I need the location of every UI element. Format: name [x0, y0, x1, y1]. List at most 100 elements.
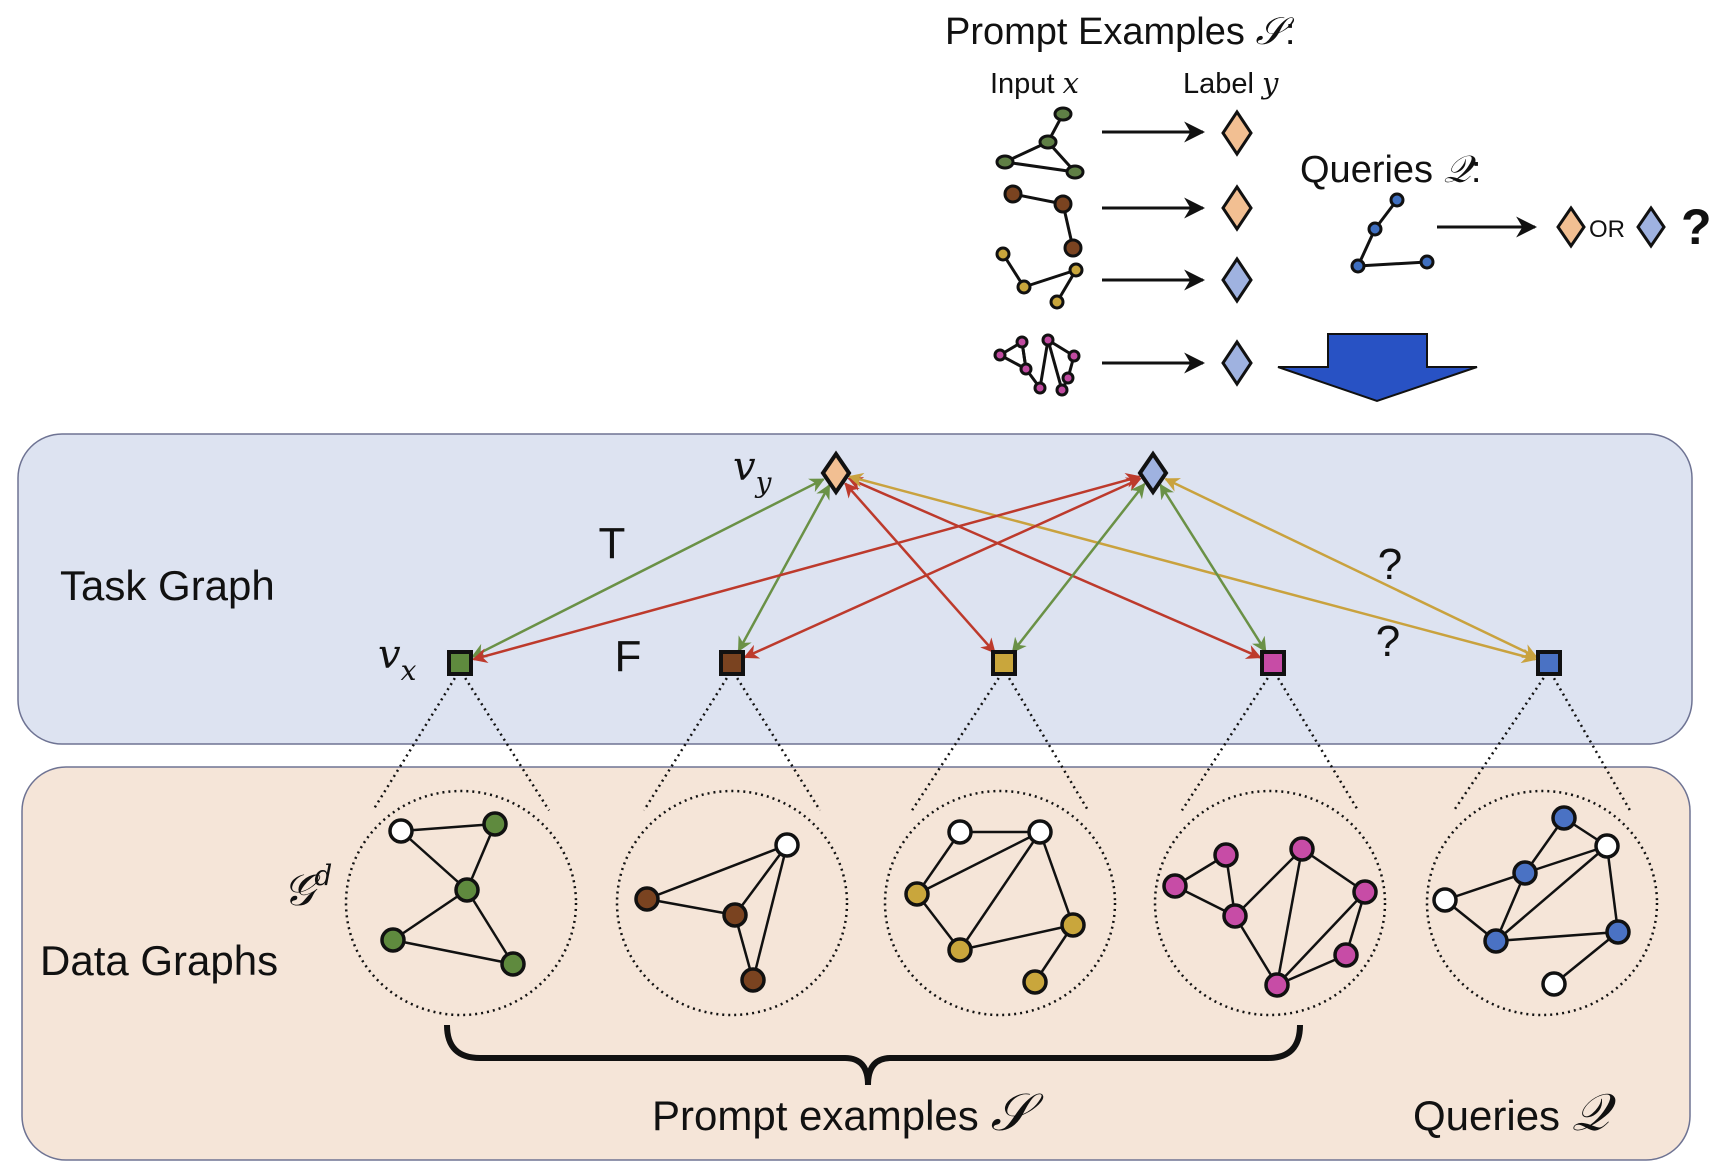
icon-graph-node	[1067, 349, 1081, 363]
icon-graph-node	[993, 348, 1007, 362]
icon-graph-node	[1061, 371, 1075, 385]
dotted-link-right	[1273, 672, 1360, 812]
label-diamond-icon	[1221, 184, 1253, 232]
data-graphs-title: Data Graphs	[40, 937, 278, 984]
icon-graph-node	[1053, 194, 1073, 214]
data-graph-edge	[1495, 845, 1608, 942]
prompt-example-row	[995, 106, 1253, 180]
task-to-data-links	[371, 672, 1632, 812]
data-graph-node	[1060, 912, 1086, 938]
big-down-arrow-icon	[1277, 333, 1478, 403]
task-edge-true	[1011, 482, 1146, 654]
data-graph-node	[1222, 903, 1248, 929]
edge-label-true: T	[599, 519, 626, 568]
input-node-blue	[1536, 650, 1562, 676]
data-graph-node	[904, 881, 930, 907]
icon-graph-node	[1003, 184, 1023, 204]
prompt-example-row	[1003, 184, 1253, 258]
prompt-example-list	[993, 106, 1253, 397]
data-graph-edge	[1553, 931, 1619, 985]
icon-graph-edge	[1023, 268, 1077, 289]
dotted-link-right	[1549, 672, 1632, 812]
task-graph-edges	[471, 472, 1538, 664]
icon-graph-node	[1068, 262, 1084, 278]
task-edge-unknown	[1164, 477, 1538, 659]
orange-diamond-icon	[1556, 205, 1586, 249]
icon-graph-edge	[1038, 339, 1050, 389]
data-graph-node	[1213, 842, 1239, 868]
queries-caption: Queries 𝒬	[1413, 1083, 1617, 1143]
icon-graph-node	[1041, 333, 1055, 347]
data-graph-edge	[1233, 915, 1279, 986]
icon-graph-node	[1350, 258, 1366, 274]
data-graph-node	[1551, 805, 1577, 831]
data-graph-node-unlabeled	[1594, 833, 1620, 859]
prompt-examples-title: Prompt Examples 𝒮:	[945, 9, 1295, 53]
input-node-gold	[991, 650, 1017, 676]
prompt-example-row	[995, 246, 1253, 310]
data-graph-edge	[1038, 831, 1075, 926]
data-graph-node	[740, 967, 766, 993]
label-node-blue	[1137, 450, 1169, 496]
data-graph-edge	[1605, 845, 1620, 933]
data-graph-node	[1483, 928, 1509, 954]
data-graph-node	[1352, 879, 1378, 905]
data-graph-green	[344, 789, 578, 1017]
data-graph-edge	[1524, 844, 1608, 875]
icon-graph-node	[1015, 335, 1029, 349]
data-graph-node	[454, 877, 480, 903]
data-graph-boundary	[1425, 789, 1659, 1017]
data-graph-edge	[400, 822, 496, 833]
data-graph-node	[500, 951, 526, 977]
icon-graph-node	[1367, 221, 1383, 237]
data-graph-node	[722, 902, 748, 928]
label-diamond-icon	[1221, 109, 1253, 157]
icon-graph-edge	[1357, 260, 1428, 268]
icon-graph-node	[1019, 362, 1033, 376]
data-graph-node	[482, 811, 508, 837]
data-graph-node	[1022, 969, 1048, 995]
input-x-label: Input x	[990, 66, 1079, 100]
query-example: OR?	[1350, 192, 1712, 274]
icon-graph-node	[995, 246, 1011, 262]
data-graph-edge	[751, 844, 789, 981]
queries-header: Queries 𝒬:	[1300, 147, 1481, 191]
data-graph-edge	[1444, 871, 1526, 902]
data-graph-node	[1162, 873, 1188, 899]
dotted-link-right	[1004, 672, 1090, 812]
data-graph-node-unlabeled	[774, 832, 800, 858]
prompt-examples-header: Prompt Examples 𝒮: Input x Label y	[945, 9, 1295, 100]
data-graph-boundary	[344, 789, 578, 1017]
data-graph-node	[1333, 942, 1359, 968]
data-graph-edge	[1495, 930, 1619, 943]
data-graph-edge	[1275, 848, 1304, 986]
icon-graph-node	[1016, 279, 1032, 295]
data-graph-node-unlabeled	[947, 819, 973, 845]
data-graph-blue	[1425, 789, 1659, 1017]
prompt-example-row	[993, 333, 1253, 397]
prompt-examples-brace	[444, 1024, 1303, 1086]
icon-graph-node	[1389, 192, 1405, 208]
vy-label: vy	[733, 444, 773, 499]
icon-graph-node	[1033, 381, 1047, 395]
data-graph-node-unlabeled	[1541, 971, 1567, 997]
edge-label-unknown-2: ?	[1376, 617, 1400, 666]
data-graph-edge	[959, 923, 1074, 952]
data-graph-node-unlabeled	[1432, 887, 1458, 913]
data-graph-list	[344, 789, 1659, 1017]
data-graph-pink	[1153, 789, 1387, 1017]
data-graph-node-unlabeled	[1027, 819, 1053, 845]
data-graph-edge	[392, 888, 468, 942]
icon-graph-node	[1038, 134, 1058, 150]
blue-diamond-icon	[1636, 205, 1666, 249]
label-node-orange	[820, 450, 852, 496]
icon-graph-node	[995, 154, 1015, 170]
data-graph-edge	[958, 831, 1042, 951]
input-node-pink	[1260, 650, 1286, 676]
data-graph-edge	[392, 938, 514, 966]
data-graph-brown	[615, 789, 849, 1017]
data-graph-edge	[733, 844, 789, 916]
data-graph-edge	[646, 843, 788, 901]
